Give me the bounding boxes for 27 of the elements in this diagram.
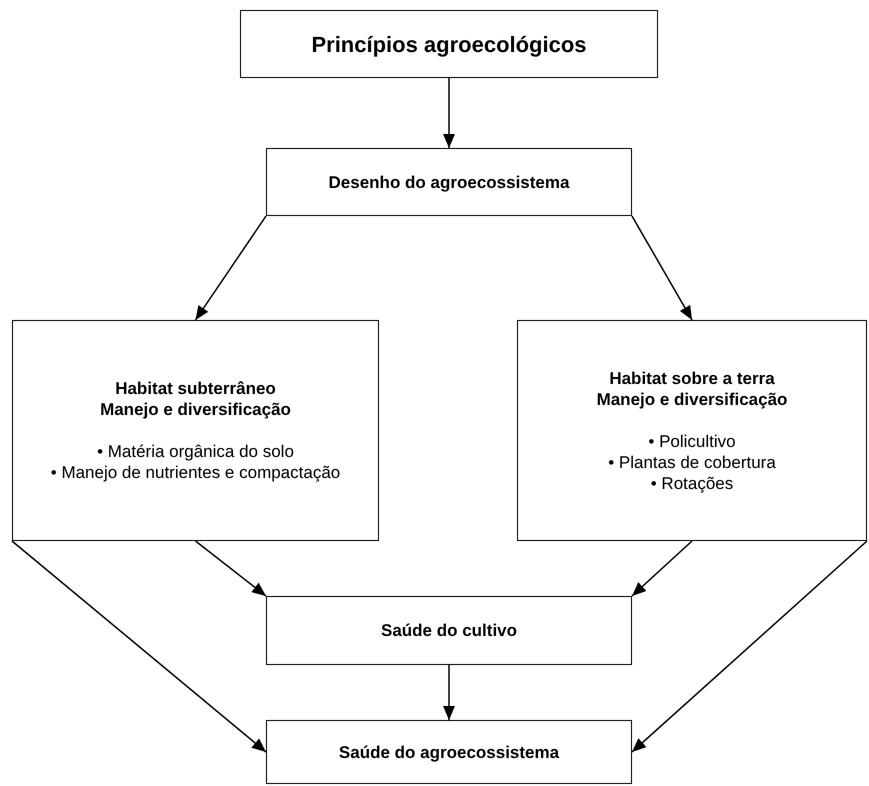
bullet-item: • Plantas de cobertura bbox=[608, 452, 776, 472]
arrow bbox=[195, 540, 266, 597]
box-heading: Habitat sobre a terra bbox=[609, 368, 775, 388]
arrow bbox=[632, 540, 868, 753]
box-heading: Desenho do agroecossistema bbox=[328, 172, 570, 192]
arrow bbox=[194, 216, 267, 320]
box-heading: Saúde do cultivo bbox=[380, 620, 518, 641]
arrow bbox=[12, 540, 266, 753]
box-heading: Princípios agroecológicos bbox=[311, 34, 587, 54]
arrow bbox=[443, 665, 455, 720]
process-box bbox=[266, 720, 632, 784]
process-box bbox=[517, 320, 867, 541]
arrow bbox=[631, 216, 693, 320]
box-heading: Habitat subterrâneo bbox=[115, 378, 276, 399]
bullet-item: • Manejo de nutrientes e compactação bbox=[50, 462, 340, 483]
process-box bbox=[240, 10, 658, 78]
bullet-item: • Policultivo bbox=[648, 430, 736, 452]
arrow bbox=[443, 78, 455, 148]
box-heading: Saúde do agroecossistema bbox=[338, 742, 560, 762]
bullet-item: • Matéria orgânica do solo bbox=[97, 441, 294, 462]
process-box bbox=[266, 596, 632, 665]
process-box bbox=[266, 148, 632, 216]
process-box bbox=[12, 320, 379, 541]
bullet-item: • Rotações bbox=[650, 472, 734, 494]
arrow bbox=[632, 540, 692, 597]
box-heading: Manejo e diversificação bbox=[100, 399, 291, 420]
box-heading: Manejo e diversificação bbox=[596, 388, 788, 410]
